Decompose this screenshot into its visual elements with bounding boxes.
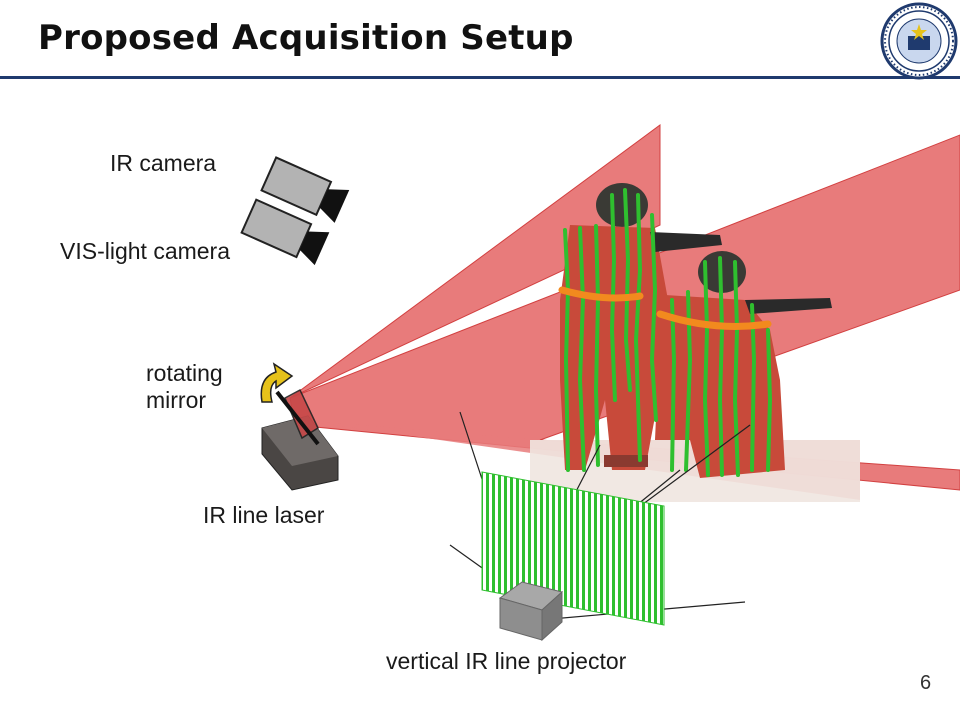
laser-unit — [261, 388, 339, 491]
page-number: 6 — [920, 672, 932, 694]
body-stripes — [563, 188, 773, 477]
ir-camera — [260, 156, 350, 223]
line-projector — [498, 581, 564, 642]
rotating-mirror — [284, 388, 319, 440]
ir-line-laser-label: IR line laser — [203, 502, 325, 528]
slide-title: Proposed Acquisition Setup — [38, 18, 574, 58]
title-rule — [0, 76, 960, 79]
vis-camera — [240, 198, 330, 266]
body-bands — [558, 286, 772, 330]
rotating-mirror-label: rotating mirror — [146, 360, 223, 413]
ir-camera-label: IR camera — [110, 150, 217, 176]
line-projector-label: vertical IR line projector — [386, 648, 627, 674]
vis-camera-label: VIS-light camera — [60, 238, 231, 264]
university-seal-icon — [880, 2, 958, 80]
rotation-arrow-icon — [260, 362, 294, 403]
laser-sheet-upper — [289, 124, 661, 399]
